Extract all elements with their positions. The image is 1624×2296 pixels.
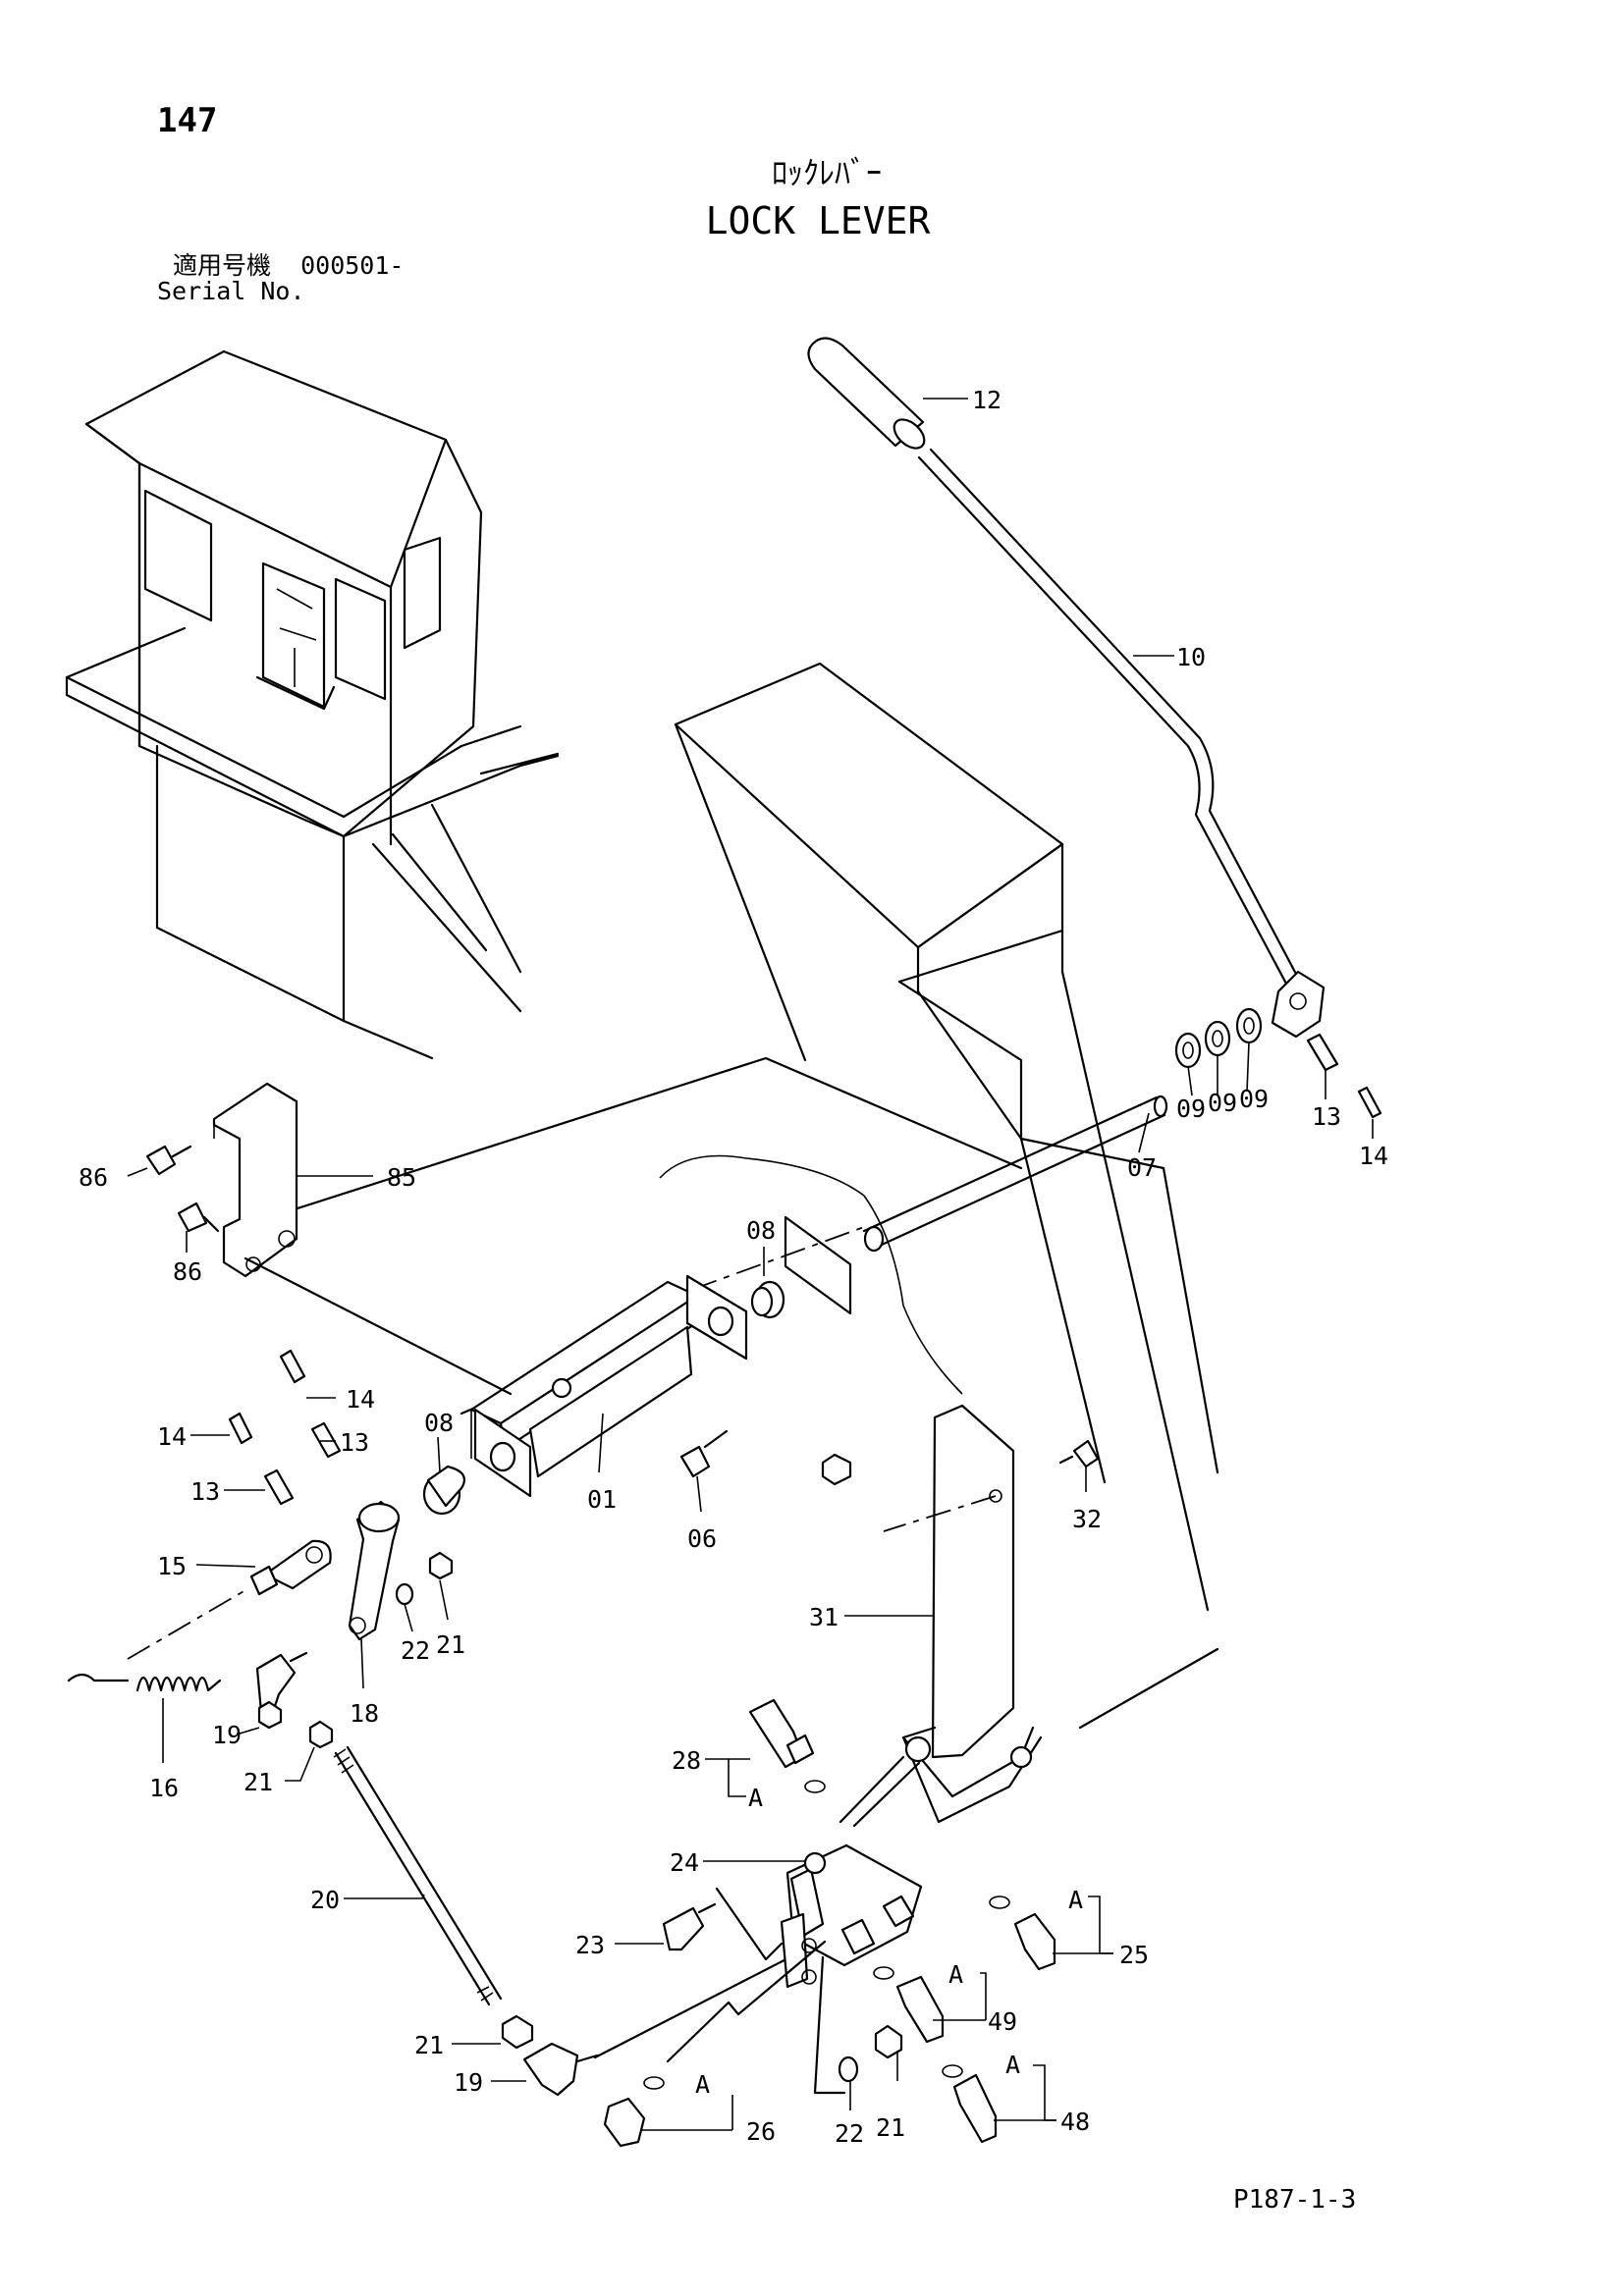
- callout-09-a: 09: [1176, 1095, 1206, 1123]
- callout-12: 12: [972, 386, 1001, 414]
- callout-24: 24: [670, 1848, 699, 1877]
- figure-code: P187-1-3: [1233, 2185, 1357, 2215]
- floor-panel: [268, 1056, 1219, 1730]
- lever-rod-10: [917, 448, 1326, 1039]
- callout-18: 18: [350, 1699, 379, 1728]
- callout-22-upper: 22: [401, 1636, 430, 1665]
- serial-label-english: Serial No.: [157, 277, 305, 305]
- callout-A-28: A: [748, 1784, 763, 1812]
- callout-13-upper: 13: [1312, 1102, 1341, 1131]
- plug-26: [603, 2076, 665, 2148]
- callout-09-c: 09: [1239, 1085, 1269, 1113]
- callout-23: 23: [575, 1931, 605, 1959]
- bolt-32: [1058, 1439, 1100, 1468]
- cab-overview-illustration: [65, 349, 560, 1060]
- bolt-06: [679, 1429, 729, 1478]
- washer-nut-22-21-lower: [838, 2024, 903, 2083]
- rod-20: [333, 1745, 503, 2006]
- callout-14-left: 14: [157, 1422, 187, 1451]
- callout-A-25: A: [1068, 1886, 1083, 1914]
- callout-20: 20: [310, 1886, 340, 1914]
- nut-console: [821, 1453, 852, 1486]
- spring-16: [67, 1589, 246, 1692]
- callout-13-left: 13: [190, 1477, 220, 1506]
- elbow-fitting-28: [748, 1698, 826, 1793]
- leader-85-link: [244, 1256, 513, 1396]
- callout-14-left-upper: 14: [346, 1385, 375, 1414]
- callout-13-left-upper: 13: [340, 1428, 369, 1457]
- lock-valve-24: [780, 1755, 923, 1989]
- title-japanese: ﾛｯｸﾚﾊﾞｰ: [771, 154, 882, 191]
- callout-49: 49: [988, 2007, 1017, 2036]
- washer-09: [1174, 1007, 1263, 1069]
- title-english: LOCK LEVER: [705, 199, 931, 242]
- callout-32: 32: [1072, 1505, 1102, 1533]
- washer-nut-22-21: [395, 1551, 454, 1606]
- callout-labels: 12 10 09 09 09 13 14 07 86 85 86 08 14 1…: [79, 386, 1388, 2148]
- callout-28: 28: [672, 1746, 701, 1775]
- serial-range-japanese: 適用号機 000501-: [173, 251, 405, 280]
- main-bracket-01: [469, 1274, 748, 1498]
- nut-21-lower: [501, 2014, 534, 2050]
- callout-22-lower: 22: [835, 2119, 864, 2148]
- callout-19-upper: 19: [212, 1721, 242, 1749]
- callout-19-lower: 19: [454, 2068, 483, 2097]
- ball-joint-19-upper: [255, 1651, 308, 1730]
- lever-arm-18: [348, 1500, 401, 1641]
- callout-A-26: A: [695, 2070, 710, 2099]
- pins-13-14-left: [228, 1349, 342, 1506]
- bolt-86-lower: [177, 1201, 220, 1233]
- shaft-07: [647, 1095, 1168, 1307]
- console-block: [674, 662, 1219, 1612]
- page-number: 147: [157, 101, 218, 140]
- callout-08-lower: 08: [424, 1409, 454, 1437]
- callout-A-49: A: [948, 1960, 963, 1989]
- callout-21-lower: 21: [414, 2031, 444, 2059]
- callout-85: 85: [387, 1163, 416, 1192]
- bracket-31: [883, 1404, 1043, 1824]
- callout-08-upper: 08: [746, 1216, 776, 1245]
- callout-21-upper: 21: [436, 1630, 465, 1659]
- callout-09-b: 09: [1208, 1089, 1237, 1117]
- tube-zigzag-lines: [666, 1887, 846, 2095]
- lever-grip-12: [807, 337, 926, 450]
- ball-joint-19-lower: [522, 1948, 807, 2097]
- callout-14-upper: 14: [1359, 1142, 1388, 1170]
- bracket-plate-08: [750, 1215, 852, 1319]
- callout-31: 31: [809, 1603, 839, 1631]
- callout-01: 01: [587, 1485, 617, 1514]
- callout-21-bottom: 21: [876, 2113, 905, 2142]
- pin-13-14-upper: [1306, 1033, 1382, 1119]
- nut-21-upper: [308, 1720, 334, 1749]
- rod-end-15: [249, 1539, 332, 1596]
- adapter-48: [942, 2064, 998, 2144]
- callout-21-mid: 21: [244, 1768, 273, 1796]
- bolt-86-upper: [145, 1145, 192, 1176]
- callout-48: 48: [1060, 2108, 1090, 2136]
- elbow-fitting-25: [989, 1896, 1056, 1971]
- callout-A-48: A: [1005, 2051, 1020, 2079]
- callout-leaders: [127, 398, 1374, 2131]
- callout-25: 25: [1119, 1941, 1149, 1969]
- callout-10: 10: [1176, 643, 1206, 671]
- callout-06: 06: [687, 1524, 717, 1553]
- callout-07: 07: [1127, 1153, 1157, 1182]
- callout-86-lower: 86: [173, 1257, 202, 1286]
- callout-86-upper: 86: [79, 1163, 108, 1192]
- callout-15: 15: [157, 1552, 187, 1580]
- callout-26: 26: [746, 2117, 776, 2146]
- bushing-08: [422, 1465, 465, 1516]
- adapter-49: [873, 1966, 945, 2044]
- callout-16: 16: [149, 1774, 179, 1802]
- fitting-23: [662, 1902, 717, 1951]
- bracket-85: [212, 1082, 298, 1278]
